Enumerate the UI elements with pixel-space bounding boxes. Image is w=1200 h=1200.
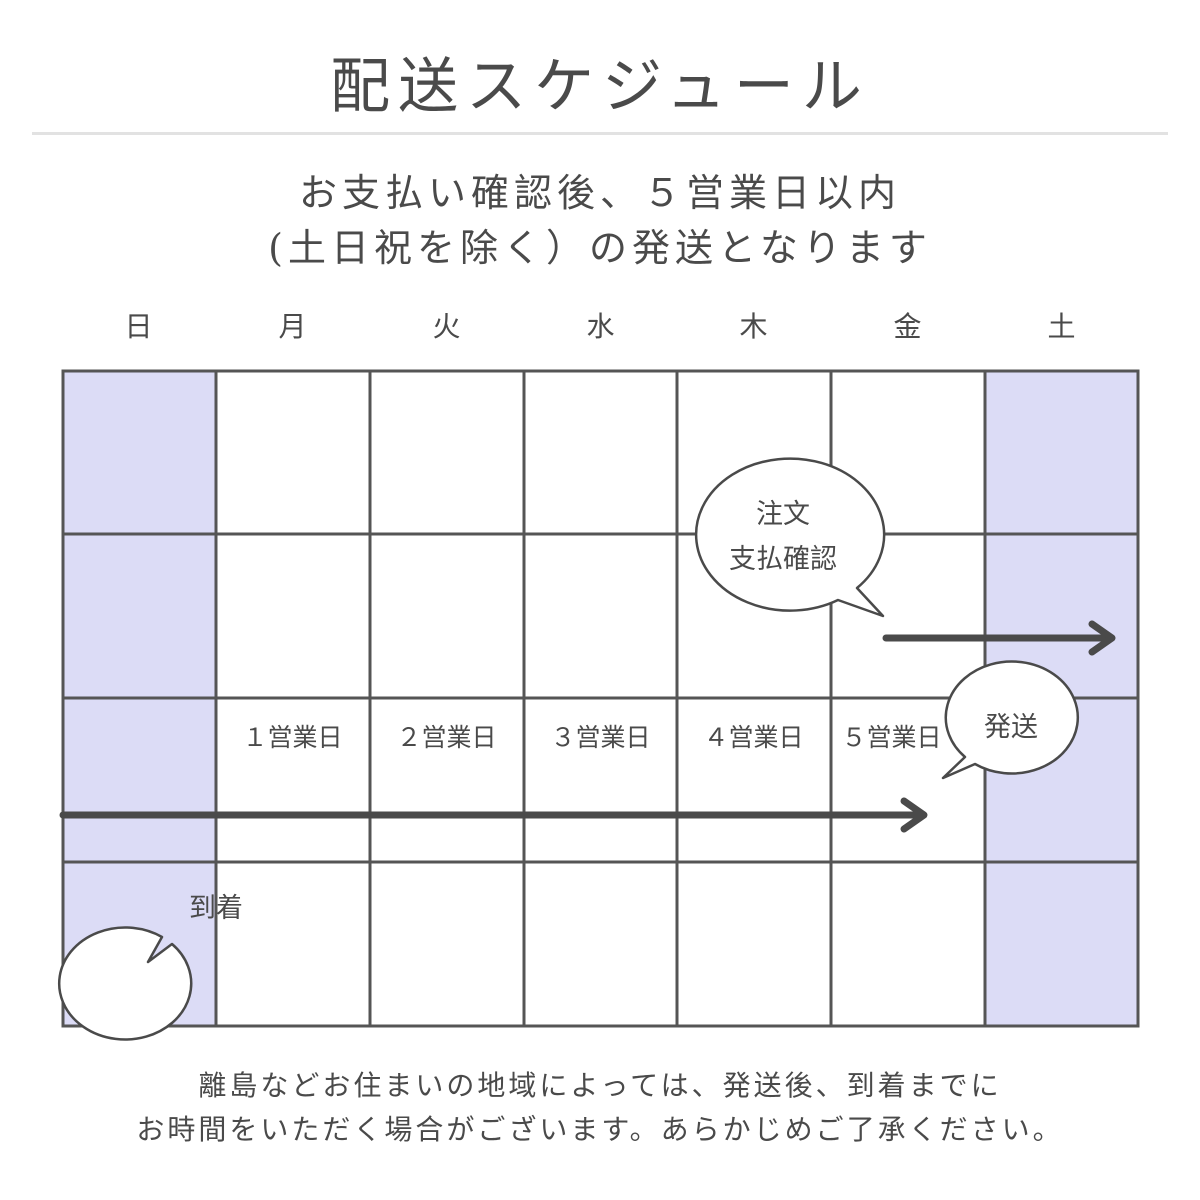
footer-note-line-2: お時間をいただく場合がございます。あらかじめご了承ください。	[136, 1113, 1064, 1146]
order-bubble-line-2: 支払確認	[729, 544, 837, 575]
arrow-right-icon	[59, 797, 928, 833]
subtitle-line-1: お支払い確認後、５営業日以内	[298, 171, 901, 215]
business-day-2: ２営業日	[396, 723, 497, 752]
weekday-sun: 日	[124, 310, 153, 343]
weekday-sat: 土	[1047, 310, 1076, 343]
business-day-1: １営業日	[242, 723, 343, 752]
page-title: 配送スケジュール	[330, 52, 870, 122]
weekday-fri: 金	[893, 310, 922, 343]
ship-bubble	[941, 660, 1080, 780]
arrive-bubble-label: 到着	[189, 893, 243, 924]
weekday-wed: 水	[586, 310, 615, 343]
business-day-3: ３営業日	[550, 723, 651, 752]
weekday-mon: 月	[278, 310, 307, 343]
arrive-bubble	[57, 926, 193, 1041]
ship-bubble-label: 発送	[984, 712, 1038, 743]
subtitle-line-2: (土日祝を除く）の発送となります	[268, 226, 932, 270]
business-day-5: ５営業日	[841, 723, 942, 752]
footer-note-line-1: 離島などお住まいの地域によっては、発送後、到着までに	[198, 1069, 1002, 1102]
business-day-4: ４営業日	[703, 723, 804, 752]
order-bubble-line-1: 注文	[756, 499, 810, 530]
weekday-tue: 火	[432, 310, 461, 343]
arrow-right-icon	[882, 620, 1116, 656]
order-bubble	[694, 457, 886, 618]
weekday-thu: 木	[739, 310, 768, 343]
title-divider	[32, 132, 1168, 135]
